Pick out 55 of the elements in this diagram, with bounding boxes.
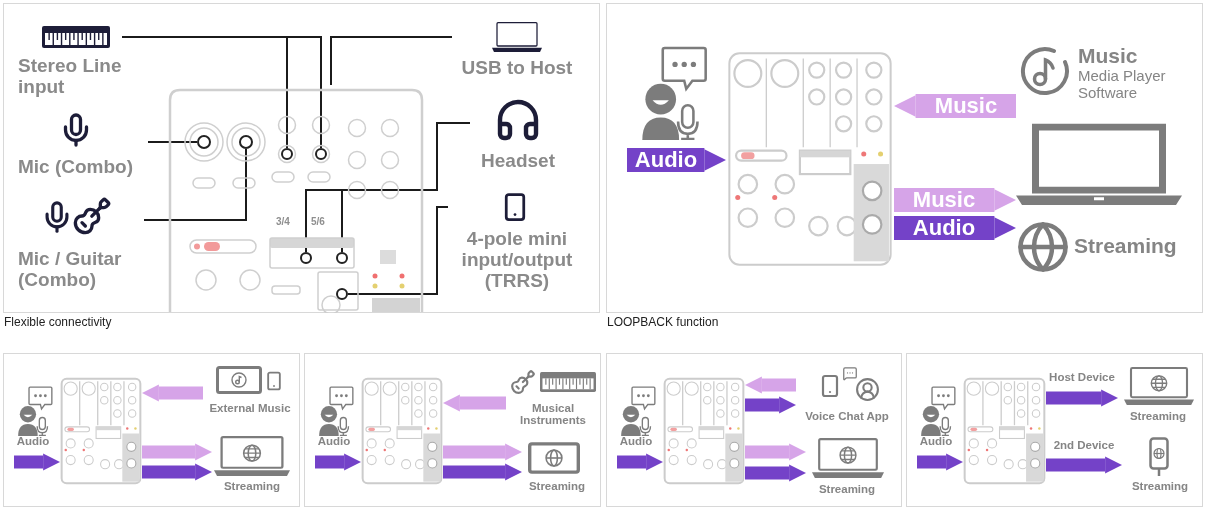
cable-line bbox=[745, 464, 806, 482]
edge-label: Music bbox=[911, 186, 977, 214]
device-label: Mic / Guitar (Combo) bbox=[18, 248, 123, 290]
device-label: Media Player Software bbox=[1078, 67, 1167, 101]
edge-label: Audio bbox=[316, 435, 352, 448]
cable-line bbox=[745, 443, 806, 461]
caption: Flexible connectivity bbox=[4, 316, 113, 330]
edge-label: Audio bbox=[911, 214, 977, 242]
device-label: Streaming bbox=[222, 480, 282, 492]
device-label: Streaming bbox=[817, 483, 877, 495]
cable-line bbox=[917, 453, 963, 471]
edge-label: Host Device bbox=[1048, 371, 1116, 384]
cable-line bbox=[121, 36, 322, 149]
cable-line bbox=[142, 443, 212, 461]
edge-label: Music bbox=[933, 92, 999, 120]
device-label: Headset bbox=[480, 150, 556, 171]
cable-line bbox=[14, 453, 60, 471]
edge-label: Audio bbox=[15, 435, 51, 448]
edge-label: Audio bbox=[633, 146, 699, 174]
device-label: Music bbox=[1078, 44, 1139, 67]
device-label: Mic (Combo) bbox=[18, 156, 135, 177]
edge-label: Audio bbox=[618, 435, 654, 448]
cable-line bbox=[330, 36, 453, 86]
cable-line bbox=[443, 463, 522, 481]
block-arrow bbox=[894, 216, 1016, 240]
block-arrow bbox=[894, 188, 1016, 212]
cable-line bbox=[341, 122, 471, 253]
device-label: Streaming bbox=[1128, 410, 1188, 422]
cable-line bbox=[443, 443, 522, 461]
device-label: USB to Host bbox=[460, 57, 574, 78]
edge-label: Audio bbox=[918, 435, 954, 448]
panel-marking: 5/6 bbox=[311, 216, 326, 227]
cable-line bbox=[347, 206, 449, 295]
device-label: Streaming bbox=[1130, 480, 1190, 492]
edge-label: 2nd Device bbox=[1052, 439, 1116, 452]
device-label: Musical Instruments bbox=[519, 402, 587, 426]
cable-line bbox=[143, 148, 247, 221]
device-label: Stereo Line input bbox=[18, 55, 122, 97]
cable-line bbox=[745, 376, 796, 394]
device-label: Voice Chat App bbox=[804, 410, 890, 422]
device-label: External Music bbox=[208, 402, 292, 414]
caption: LOOPBACK function bbox=[607, 316, 720, 330]
device-label: Streaming bbox=[1074, 234, 1178, 257]
device-label: 4-pole mini input/output (TRRS) bbox=[460, 228, 574, 291]
cable-line bbox=[617, 453, 663, 471]
cable-line bbox=[745, 396, 796, 414]
cable-line bbox=[142, 463, 212, 481]
cable-line bbox=[1046, 389, 1118, 407]
cable-line bbox=[142, 384, 203, 402]
block-arrow bbox=[627, 148, 726, 172]
panel-marking: 3/4 bbox=[276, 216, 291, 227]
cable-line bbox=[315, 453, 361, 471]
cable-line bbox=[147, 141, 198, 143]
device-label: Streaming bbox=[527, 480, 587, 492]
cable-line bbox=[1046, 456, 1122, 474]
